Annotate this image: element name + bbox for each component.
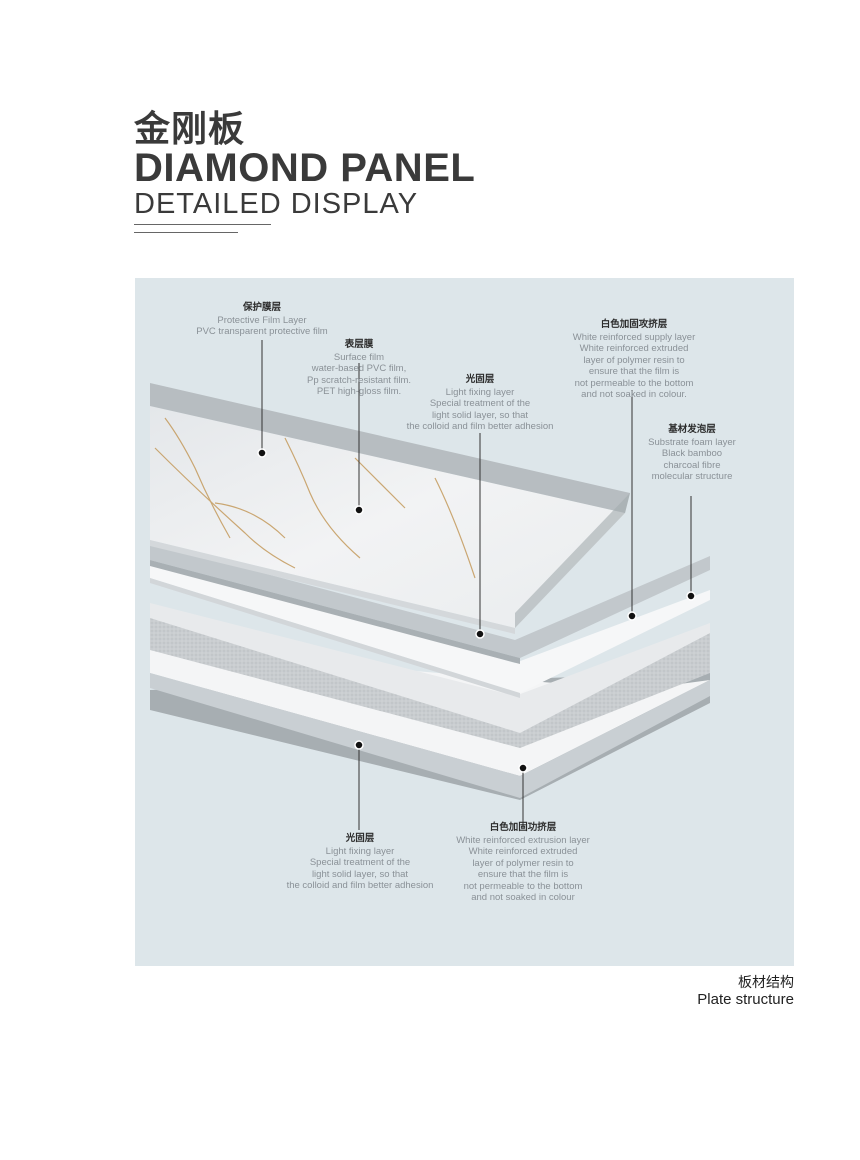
- label-surface-film: 表层膜 Surface film water-based PVC film, P…: [307, 339, 411, 397]
- marble-veins: [154, 417, 476, 579]
- layer-white-supply-edge: [150, 578, 520, 698]
- caption-chinese: 板材结构: [738, 975, 794, 991]
- layer-protective-film: [150, 383, 630, 513]
- layer-stack-illustration: [150, 340, 710, 830]
- label-cn: 保护膜层: [242, 302, 281, 313]
- label-substrate-foam: 基材发泡层 Substrate foam layer Black bamboo …: [648, 424, 736, 482]
- label-light-fixing-top: 光固层 Light fixing layer Special treatment…: [406, 374, 554, 432]
- dot-white-extrusion: [518, 763, 528, 773]
- layer-substrate-foam-side: [150, 618, 520, 748]
- dot-surface-film: [354, 505, 364, 515]
- subtitle: DETAILED DISPLAY: [134, 188, 419, 220]
- divider-line-short: [134, 232, 238, 233]
- layer-marble-edge: [150, 540, 515, 634]
- caption-english: Plate structure: [697, 991, 794, 1008]
- dot-substrate-foam: [686, 591, 696, 601]
- leader-lines: [261, 340, 692, 830]
- label-white-extrusion: 白色加固功挤层 White reinforced extrusion layer…: [456, 822, 590, 903]
- label-white-supply: 白色加固攻挤层 White reinforced supply layer Wh…: [572, 319, 696, 400]
- divider-line: [134, 224, 271, 225]
- dot-light-fixing-bottom: [354, 740, 364, 750]
- title-chinese: 金刚板: [134, 109, 246, 150]
- dot-light-fixing-top: [475, 629, 485, 639]
- layer-white-supply: [150, 560, 710, 693]
- layer-light-fixing-bottom: [150, 673, 710, 798]
- layer-substrate-foam-top: [150, 603, 710, 738]
- layer-protective-film-right: [515, 493, 630, 628]
- layer-light-fixing-top: [150, 543, 710, 658]
- dot-protective-film: [257, 448, 267, 458]
- layer-substrate-foam-front: [520, 633, 710, 748]
- layer-marble-surface: [150, 406, 625, 628]
- label-protective-film: 保护膜层 Protective Film Layer PVC transpare…: [192, 302, 332, 338]
- title-english: DIAMOND PANEL: [134, 146, 476, 190]
- structure-diagram-panel: 保护膜层 Protective Film Layer PVC transpare…: [135, 278, 794, 966]
- layer-light-fixing-top-edge: [150, 560, 520, 664]
- label-light-fixing-bottom: 光固层 Light fixing layer Special treatment…: [286, 833, 434, 891]
- dot-white-supply: [627, 611, 637, 621]
- leader-dots: [257, 448, 696, 773]
